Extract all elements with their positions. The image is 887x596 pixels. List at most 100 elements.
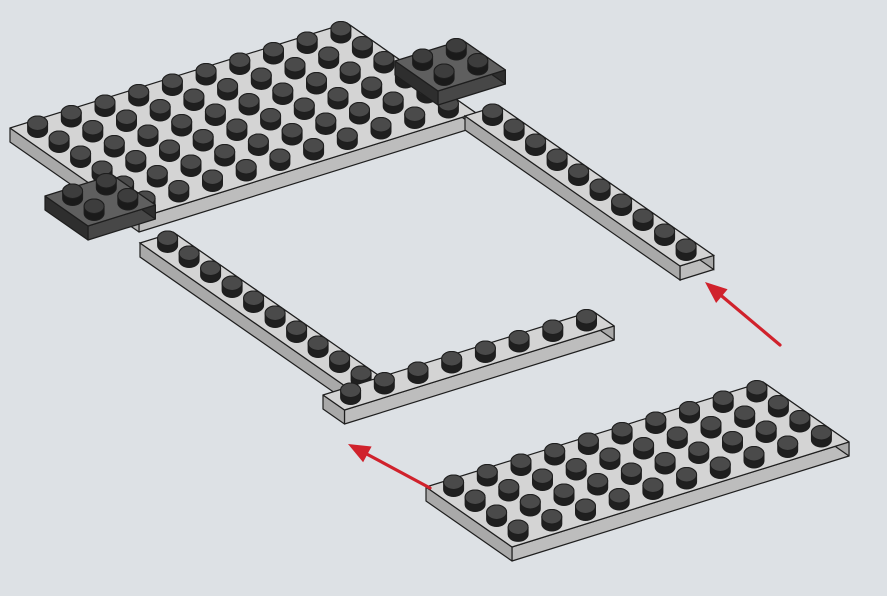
stud-top — [566, 459, 586, 473]
stud-top — [244, 291, 264, 305]
stud-top — [297, 32, 317, 46]
stud — [308, 336, 328, 357]
stud-top — [520, 495, 540, 509]
stud-top — [61, 106, 81, 120]
stud — [576, 499, 596, 520]
stud — [28, 116, 48, 137]
stud — [465, 490, 485, 511]
stud-top — [92, 161, 112, 175]
stud — [203, 170, 223, 191]
stud-top — [442, 352, 462, 366]
stud — [371, 118, 391, 139]
stud-top — [129, 85, 149, 99]
stud — [600, 448, 620, 469]
stud-top — [487, 505, 507, 519]
stud — [569, 164, 589, 185]
stud — [205, 104, 225, 125]
stud-top — [158, 231, 178, 245]
stud — [509, 331, 529, 352]
stud-top — [304, 139, 324, 153]
stud-top — [104, 136, 124, 150]
stud — [499, 480, 519, 501]
stud — [340, 62, 360, 83]
stud — [811, 426, 831, 447]
stud — [790, 411, 810, 432]
stud-top — [811, 426, 831, 440]
stud — [117, 110, 137, 131]
stud — [251, 68, 271, 89]
stud — [566, 459, 586, 480]
stud — [578, 433, 598, 454]
stud-top — [251, 68, 271, 82]
stud — [230, 53, 250, 74]
stud-top — [316, 113, 336, 127]
stud — [405, 107, 425, 128]
stud — [244, 291, 264, 312]
stud-top — [218, 79, 238, 93]
stud-top — [328, 88, 348, 102]
stud-top — [307, 73, 327, 87]
stud — [487, 505, 507, 526]
stud-top — [542, 510, 562, 524]
stud — [341, 383, 361, 404]
stud — [768, 396, 788, 417]
stud-top — [680, 402, 700, 416]
stud — [590, 179, 610, 200]
stud — [239, 94, 259, 115]
stud-top — [227, 119, 247, 133]
stud — [49, 131, 69, 152]
stud — [533, 469, 553, 490]
stud — [643, 478, 663, 499]
stud — [545, 444, 565, 465]
stud-top — [265, 306, 285, 320]
stud — [201, 261, 221, 282]
stud — [667, 427, 687, 448]
stud — [756, 421, 776, 442]
stud-top — [612, 423, 632, 437]
stud-top — [203, 170, 223, 184]
stud-top — [352, 37, 372, 51]
stud-top — [374, 52, 394, 66]
stud — [646, 412, 666, 433]
stud — [477, 465, 497, 486]
stud-top — [526, 134, 546, 148]
stud-top — [331, 22, 351, 36]
stud-top — [634, 438, 654, 452]
stud — [181, 155, 201, 176]
stud-top — [308, 336, 328, 350]
stud-top — [341, 383, 361, 397]
stud-top — [319, 47, 339, 61]
stud — [261, 109, 281, 130]
stud — [408, 362, 428, 383]
stud — [172, 115, 192, 136]
stud — [633, 209, 653, 230]
stud — [689, 442, 709, 463]
stud — [196, 64, 216, 85]
stud — [352, 37, 372, 58]
stud-top — [215, 145, 235, 159]
stud — [526, 134, 546, 155]
stud-top — [569, 164, 589, 178]
stud-top — [270, 149, 290, 163]
stud — [162, 74, 182, 95]
stud-top — [609, 489, 629, 503]
stud-top — [95, 95, 115, 109]
stud-top — [475, 341, 495, 355]
stud — [778, 436, 798, 457]
stud — [374, 52, 394, 73]
stud — [609, 489, 629, 510]
stud-top — [768, 396, 788, 410]
stud — [577, 310, 597, 331]
stud-top — [405, 107, 425, 121]
stud — [710, 457, 730, 478]
stud-top — [508, 520, 528, 534]
stud — [104, 136, 124, 157]
stud-top — [621, 463, 641, 477]
stud — [71, 146, 91, 167]
stud — [158, 231, 178, 252]
stud — [383, 92, 403, 113]
stud — [138, 125, 158, 146]
stud-top — [351, 366, 371, 380]
stud-top — [162, 74, 182, 88]
